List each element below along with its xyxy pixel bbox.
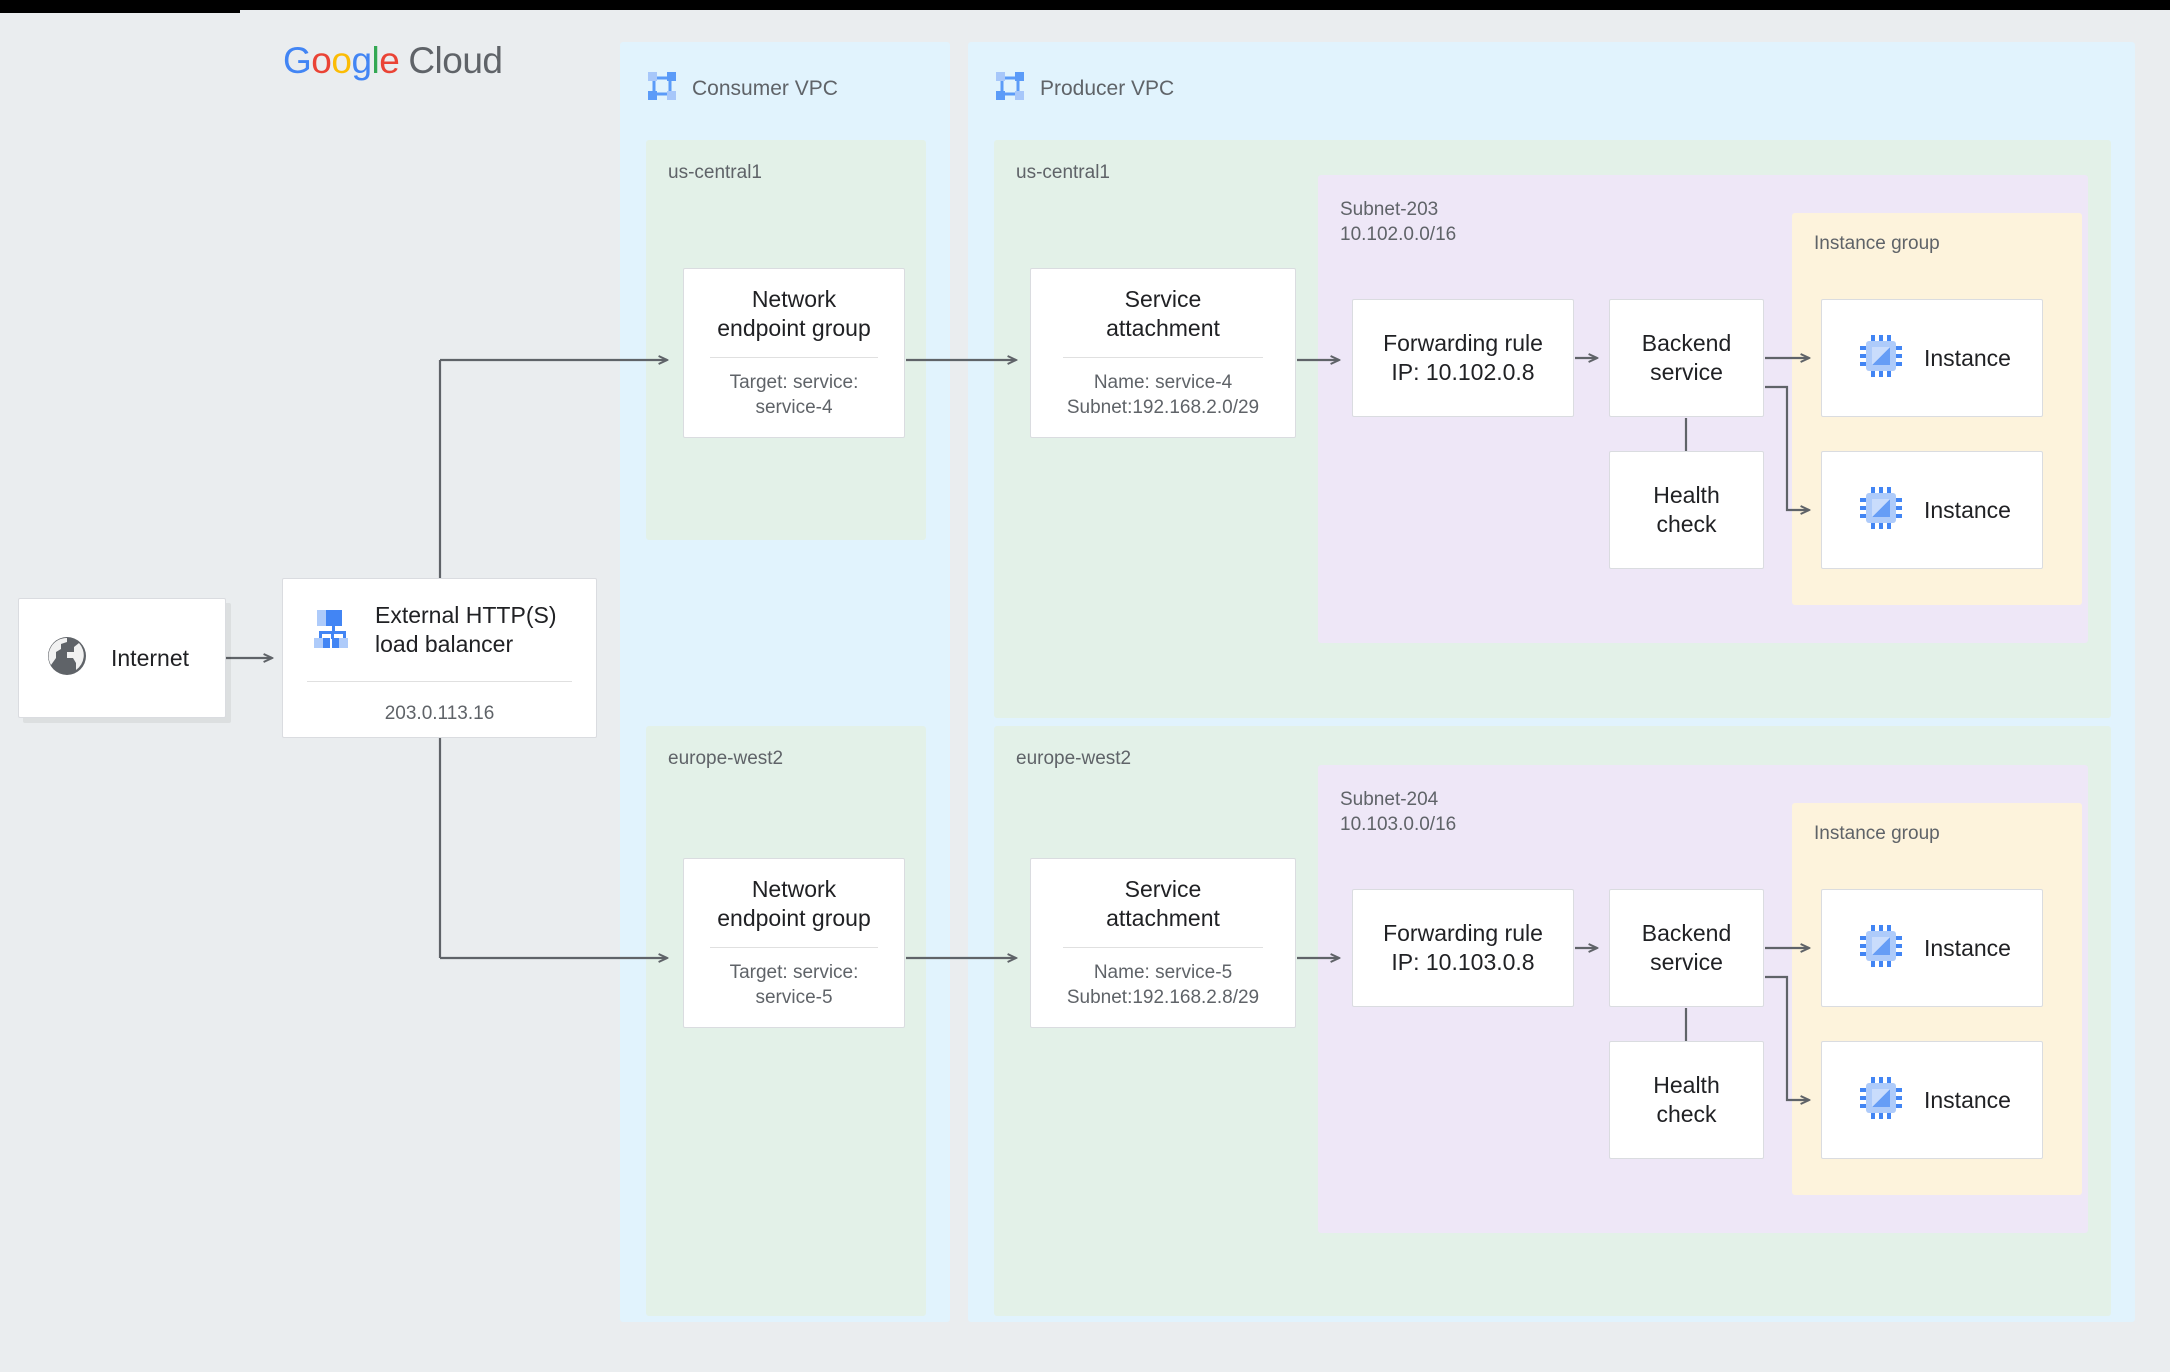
- neg-subtitle-0: Target: service: service-4: [729, 372, 859, 418]
- backend-service-card-1[interactable]: Backend service: [1609, 889, 1764, 1007]
- forwarding-rule-card-1[interactable]: Forwarding rule IP: 10.103.0.8: [1352, 889, 1574, 1007]
- subnet-203-cidr: 10.102.0.0/16: [1340, 224, 1457, 246]
- backend-service-card-0[interactable]: Backend service: [1609, 299, 1764, 417]
- consumer-vpc-title: Consumer VPC: [692, 76, 838, 100]
- subnet-204-label: Subnet-204 10.103.0.0/16: [1340, 787, 1456, 837]
- instance-label-1-1: Instance: [1924, 1086, 2011, 1113]
- load-balancer-icon: [309, 604, 355, 655]
- instance-card-1-1[interactable]: Instance: [1821, 1041, 2043, 1159]
- instance-group-label-0: Instance group: [1814, 233, 1940, 254]
- load-balancer-title: External HTTP(S) load balancer: [375, 602, 557, 657]
- service-attachment-title-1: Service attachment: [1106, 876, 1220, 932]
- service-attachment-subtitle-0: Name: service-4 Subnet:192.168.2.0/29: [1066, 372, 1260, 418]
- logo-letter-g: G: [283, 40, 312, 81]
- logo-letter-o2: o: [331, 40, 352, 81]
- instance-card-0-1[interactable]: Instance: [1821, 451, 2043, 569]
- subnet-204-name: Subnet-204: [1340, 789, 1439, 810]
- consumer-vpc-container: Consumer VPC us-central1 europe-west2: [620, 42, 950, 1322]
- forwarding-rule-title-1: Forwarding rule IP: 10.103.0.8: [1383, 920, 1543, 975]
- producer-vpc-title: Producer VPC: [1040, 76, 1175, 100]
- neg-title-0: Network endpoint group: [717, 286, 871, 342]
- logo-word-cloud: Cloud: [408, 40, 503, 81]
- backend-service-title-1: Backend service: [1641, 920, 1732, 975]
- forwarding-rule-card-0[interactable]: Forwarding rule IP: 10.102.0.8: [1352, 299, 1574, 417]
- service-attachment-title-0: Service attachment: [1106, 286, 1220, 342]
- network-endpoint-group-card-1[interactable]: Network endpoint group Target: service: …: [683, 858, 905, 1028]
- vpc-icon: [994, 70, 1026, 107]
- logo-letter-o1: o: [311, 40, 332, 81]
- internet-card[interactable]: Internet: [18, 598, 226, 718]
- logo-letter-g2: g: [351, 40, 372, 81]
- consumer-region-label-1: europe-west2: [668, 748, 784, 769]
- card-divider: [1062, 357, 1264, 359]
- health-check-title-0: Health check: [1653, 482, 1720, 537]
- card-divider: [307, 680, 572, 682]
- card-divider: [1062, 947, 1264, 949]
- load-balancer-card[interactable]: External HTTP(S) load balancer 203.0.113…: [282, 578, 597, 738]
- producer-region-label-0: us-central1: [1016, 162, 1110, 183]
- instance-group-label-1: Instance group: [1814, 823, 1940, 844]
- load-balancer-ip: 203.0.113.16: [384, 702, 495, 724]
- instance-chip-icon: [1860, 1076, 1902, 1124]
- instance-card-1-0[interactable]: Instance: [1821, 889, 2043, 1007]
- consumer-region-label-0: us-central1: [668, 162, 762, 183]
- instance-card-0-0[interactable]: Instance: [1821, 299, 2043, 417]
- health-check-card-0[interactable]: Health check: [1609, 451, 1764, 569]
- consumer-vpc-header: Consumer VPC: [646, 70, 838, 107]
- health-check-title-1: Health check: [1653, 1072, 1720, 1127]
- producer-vpc-header: Producer VPC: [994, 70, 1174, 107]
- instance-chip-icon: [1860, 334, 1902, 382]
- top-black-bar-segment: [0, 0, 240, 13]
- forwarding-rule-title-0: Forwarding rule IP: 10.102.0.8: [1383, 330, 1543, 385]
- neg-subtitle-1: Target: service: service-5: [729, 962, 859, 1008]
- internet-label: Internet: [111, 644, 189, 671]
- health-check-card-1[interactable]: Health check: [1609, 1041, 1764, 1159]
- instance-chip-icon: [1860, 924, 1902, 972]
- logo-letter-l: l: [371, 40, 380, 81]
- card-divider: [710, 947, 878, 949]
- network-endpoint-group-card-0[interactable]: Network endpoint group Target: service: …: [683, 268, 905, 438]
- service-attachment-subtitle-1: Name: service-5 Subnet:192.168.2.8/29: [1066, 962, 1260, 1008]
- top-black-bar: [0, 0, 2170, 10]
- instance-label-1-0: Instance: [1924, 934, 2011, 961]
- backend-service-title-0: Backend service: [1641, 330, 1732, 385]
- service-attachment-card-1[interactable]: Service attachment Name: service-5 Subne…: [1030, 858, 1296, 1028]
- instance-label-0-0: Instance: [1924, 344, 2011, 371]
- service-attachment-card-0[interactable]: Service attachment Name: service-4 Subne…: [1030, 268, 1296, 438]
- logo-letter-e: e: [379, 40, 400, 81]
- subnet-203-name: Subnet-203: [1340, 199, 1439, 220]
- instance-chip-icon: [1860, 486, 1902, 534]
- vpc-icon: [646, 70, 678, 107]
- subnet-203-label: Subnet-203 10.102.0.0/16: [1340, 197, 1456, 247]
- card-divider: [710, 357, 878, 359]
- subnet-204-cidr: 10.103.0.0/16: [1340, 814, 1457, 836]
- instance-label-0-1: Instance: [1924, 496, 2011, 523]
- neg-title-1: Network endpoint group: [717, 876, 871, 932]
- globe-icon: [45, 634, 89, 683]
- producer-region-label-1: europe-west2: [1016, 748, 1132, 769]
